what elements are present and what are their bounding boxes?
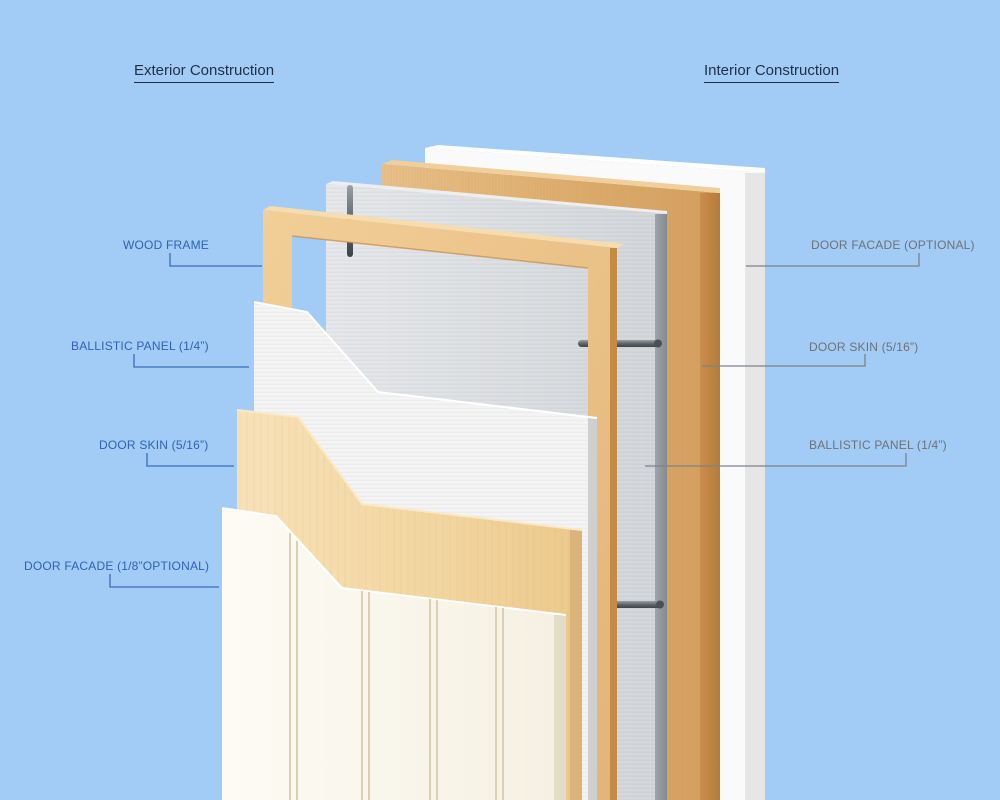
exterior-door-facade-layer	[221, 507, 567, 800]
label-exterior-door-skin: DOOR SKIN (5/16”)	[99, 438, 209, 452]
wood-frame-layer	[263, 206, 624, 800]
label-exterior-door-facade: DOOR FACADE (1/8”OPTIONAL)	[24, 559, 210, 573]
leader-door-facade	[109, 574, 219, 588]
label-exterior-ballistic-panel: BALLISTIC PANEL (1/4”)	[71, 339, 209, 353]
label-interior-door-skin: DOOR SKIN (5/16”)	[809, 340, 919, 354]
exterior-leader-lines	[109, 253, 262, 588]
label-interior-door-facade: DOOR FACADE (OPTIONAL)	[811, 238, 975, 252]
label-wood-frame: WOOD FRAME	[123, 238, 209, 252]
exterior-construction-heading: Exterior Construction	[134, 62, 275, 83]
leader-interior-door-skin	[702, 354, 866, 367]
leader-interior-ballistic-panel	[645, 453, 907, 467]
label-interior-ballistic-panel: BALLISTIC PANEL (1/4”)	[809, 438, 947, 452]
leader-ballistic-panel	[133, 354, 249, 368]
leader-door-skin	[146, 453, 234, 467]
interior-leader-lines	[645, 253, 920, 467]
interior-construction-heading: Interior Construction	[704, 62, 840, 83]
leader-interior-door-facade	[746, 253, 920, 267]
leader-wood-frame	[169, 253, 262, 267]
facade-grooves	[289, 533, 504, 800]
